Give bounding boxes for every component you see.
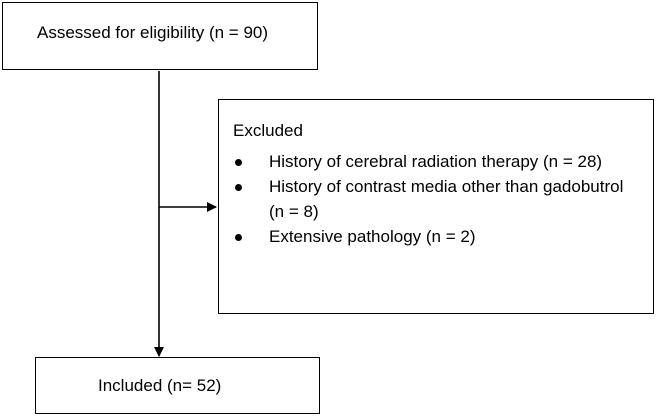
bullet-icon	[235, 159, 242, 166]
excluded-item-label: History of contrast media other than gad…	[269, 177, 624, 221]
excluded-heading: Excluded	[233, 121, 303, 140]
excluded-list: History of cerebral radiation therapy (n…	[219, 149, 639, 249]
included-label: Included (n= 52)	[98, 376, 222, 395]
excluded-item: History of contrast media other than gad…	[219, 174, 639, 224]
excluded-item: Extensive pathology (n = 2)	[219, 224, 639, 249]
bullet-icon	[235, 234, 242, 241]
excluded-item-label: History of cerebral radiation therapy (n…	[269, 152, 603, 171]
assessed-label: Assessed for eligibility (n = 90)	[37, 23, 269, 42]
excluded-box: Excluded History of cerebral radiation t…	[218, 99, 654, 314]
excluded-item: History of cerebral radiation therapy (n…	[219, 149, 639, 174]
excluded-item-label: Extensive pathology (n = 2)	[269, 227, 476, 246]
bullet-icon	[235, 184, 242, 191]
included-box: Included (n= 52)	[35, 357, 320, 414]
assessed-box: Assessed for eligibility (n = 90)	[2, 2, 318, 70]
